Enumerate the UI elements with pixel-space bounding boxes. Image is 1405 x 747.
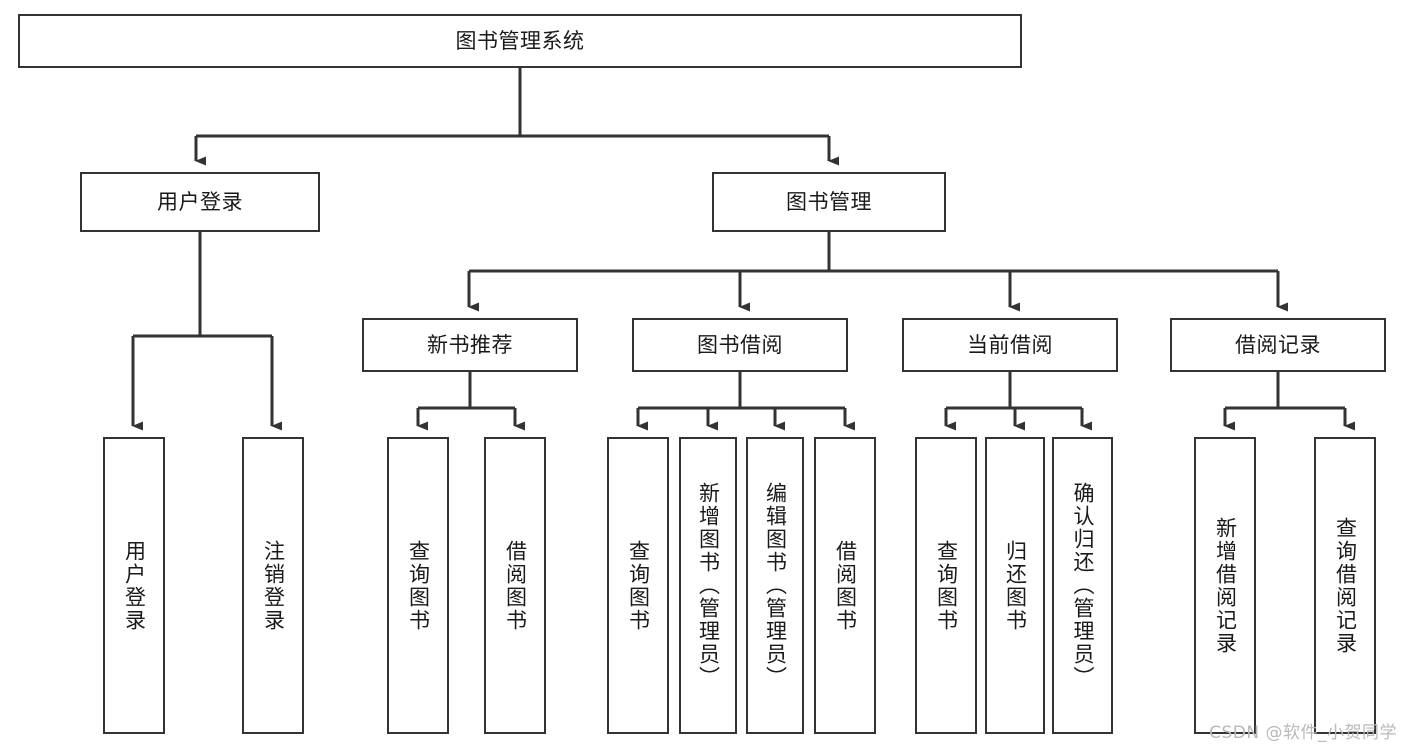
node-borrow-record[interactable]: 借阅记录 xyxy=(1170,318,1386,372)
node-leaf-query-book-1[interactable]: 查询图书 xyxy=(387,437,449,734)
node-leaf-query-book-2[interactable]: 查询图书 xyxy=(607,437,669,734)
node-leaf-borrow-book-1[interactable]: 借阅图书 xyxy=(484,437,546,734)
node-leaf-add-book-label: 新增图书（管理员） xyxy=(696,482,721,689)
node-leaf-logout-label: 注销登录 xyxy=(261,539,286,632)
node-book-manage-label: 图书管理 xyxy=(786,189,872,214)
node-current-borrow-label: 当前借阅 xyxy=(967,332,1053,357)
node-leaf-user-login[interactable]: 用户登录 xyxy=(103,437,165,734)
node-new-book-recommend[interactable]: 新书推荐 xyxy=(362,318,578,372)
node-leaf-add-book[interactable]: 新增图书（管理员） xyxy=(679,437,737,734)
node-root-system[interactable]: 图书管理系统 xyxy=(18,14,1022,68)
node-leaf-query-book-1-label: 查询图书 xyxy=(406,539,431,632)
node-leaf-user-login-label: 用户登录 xyxy=(122,539,147,632)
node-leaf-borrow-book-1-label: 借阅图书 xyxy=(503,539,528,632)
node-new-book-recommend-label: 新书推荐 xyxy=(427,332,513,357)
node-borrow-record-label: 借阅记录 xyxy=(1235,332,1321,357)
node-book-borrow-label: 图书借阅 xyxy=(697,332,783,357)
node-leaf-borrow-book-2[interactable]: 借阅图书 xyxy=(814,437,876,734)
node-root-label: 图书管理系统 xyxy=(455,28,585,53)
node-leaf-query-record[interactable]: 查询借阅记录 xyxy=(1314,437,1376,734)
node-leaf-add-record-label: 新增借阅记录 xyxy=(1213,516,1238,655)
node-book-borrow[interactable]: 图书借阅 xyxy=(632,318,848,372)
node-user-login-label: 用户登录 xyxy=(157,189,243,214)
node-leaf-query-book-3[interactable]: 查询图书 xyxy=(915,437,977,734)
node-leaf-edit-book-label: 编辑图书（管理员） xyxy=(763,482,788,689)
node-leaf-add-record[interactable]: 新增借阅记录 xyxy=(1194,437,1256,734)
connector-lines xyxy=(131,68,1355,431)
node-leaf-query-record-label: 查询借阅记录 xyxy=(1333,516,1358,655)
node-current-borrow[interactable]: 当前借阅 xyxy=(902,318,1118,372)
node-user-login[interactable]: 用户登录 xyxy=(80,172,320,232)
node-leaf-edit-book[interactable]: 编辑图书（管理员） xyxy=(746,437,804,734)
node-leaf-confirm-return[interactable]: 确认归还（管理员） xyxy=(1052,437,1113,734)
node-book-manage[interactable]: 图书管理 xyxy=(712,172,946,232)
node-leaf-confirm-return-label: 确认归还（管理员） xyxy=(1071,482,1095,689)
node-leaf-return-book[interactable]: 归还图书 xyxy=(985,437,1045,734)
node-leaf-borrow-book-2-label: 借阅图书 xyxy=(833,539,858,632)
node-leaf-query-book-3-label: 查询图书 xyxy=(934,539,959,632)
node-leaf-logout[interactable]: 注销登录 xyxy=(242,437,304,734)
node-leaf-return-book-label: 归还图书 xyxy=(1003,539,1028,632)
node-leaf-query-book-2-label: 查询图书 xyxy=(626,539,651,632)
